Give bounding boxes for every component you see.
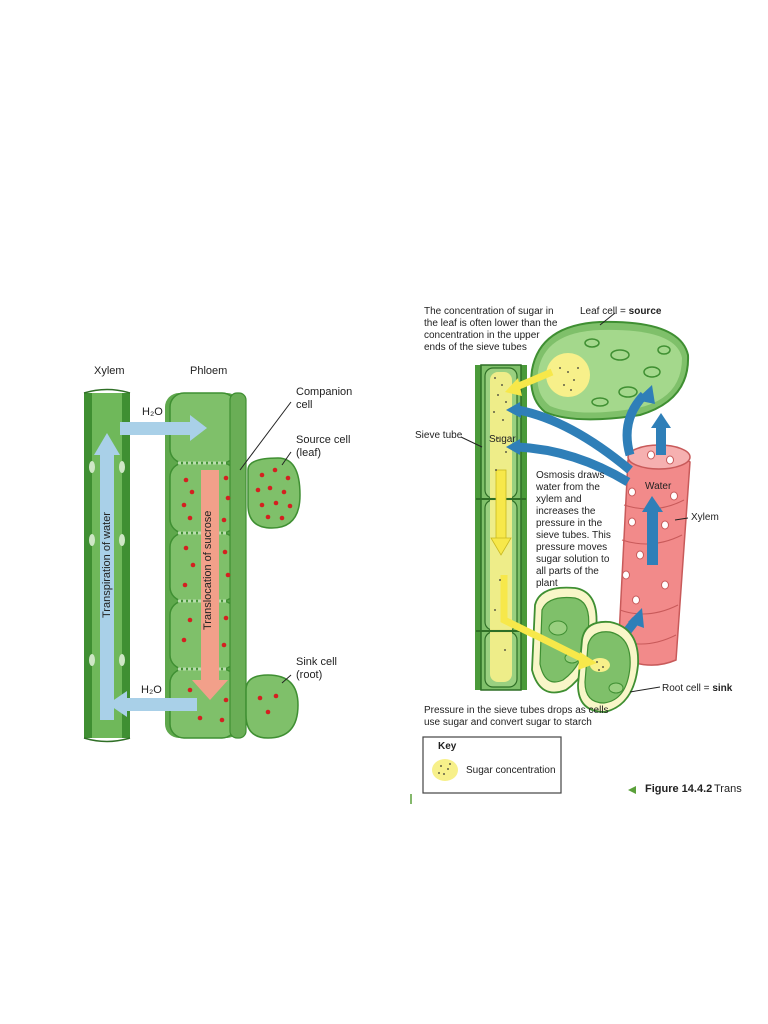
- top-note: The concentration of sugar in the leaf i…: [424, 306, 558, 353]
- companion-cell-label: Companion cell: [296, 386, 353, 412]
- sink-cell: [245, 674, 299, 739]
- source-cell: [247, 457, 301, 529]
- h2o-top-arrow: [120, 415, 207, 441]
- h2o-bottom-arrow: [108, 691, 197, 717]
- water-label: Water: [645, 481, 672, 492]
- figure-label: Figure 14.4.2: [645, 783, 713, 795]
- h2o-bottom-label: H₂O: [141, 684, 162, 696]
- companion-cell-leader: [239, 401, 292, 471]
- source-cell-leader: [281, 451, 292, 466]
- sieve-tube: [475, 364, 527, 691]
- figure-pointer-icon: [628, 786, 636, 794]
- bottom-note: Pressure in the sieve tubes drops as cel…: [424, 705, 609, 728]
- sugar-label: Sugar: [489, 434, 516, 445]
- h2o-top-label: H₂O: [142, 406, 163, 418]
- key-title: Key: [438, 741, 457, 752]
- leaf-cell-leader: [599, 312, 616, 326]
- osmosis-note: Osmosis draws water from the xylem and i…: [536, 470, 611, 589]
- translocation-label: Translocation of sucrose: [202, 510, 214, 630]
- xylem-heading: Xylem: [94, 365, 125, 377]
- right-diagram: [410, 312, 691, 804]
- sugar-particles: [493, 367, 604, 671]
- sink-cell-leader: [281, 674, 292, 684]
- key-box: [422, 736, 562, 794]
- sieve-tube-leader: [460, 436, 483, 448]
- phloem-heading: Phloem: [190, 365, 228, 377]
- sugar-flow-arrow: [490, 469, 512, 556]
- root-cells: [531, 586, 639, 713]
- sink-cell-label: Sink cell (root): [296, 656, 337, 682]
- xylem-label: Xylem: [691, 512, 719, 523]
- transpiration-label: Transpiration of water: [101, 512, 113, 618]
- left-diagram: [83, 388, 301, 743]
- source-cell-label: Source cell (leaf): [296, 434, 351, 460]
- root-cell-leader: [629, 686, 661, 693]
- xylem-leader: [674, 517, 689, 521]
- leaf-to-sieve-arrow: [505, 368, 554, 396]
- phloem-sugar-dots: [181, 475, 231, 723]
- figure-caption-fragment: Trans: [714, 783, 742, 795]
- sieve-tube-label: Sieve tube: [415, 430, 463, 441]
- root-cell-label: Root cell = sink: [662, 683, 733, 694]
- transpiration-arrow: [94, 433, 120, 720]
- sieve-to-root-arrow: [500, 575, 597, 670]
- translocation-arrow: [192, 470, 228, 700]
- leaf-cell-label: Leaf cell = source: [580, 306, 662, 317]
- key-item-label: Sugar concentration: [466, 765, 556, 776]
